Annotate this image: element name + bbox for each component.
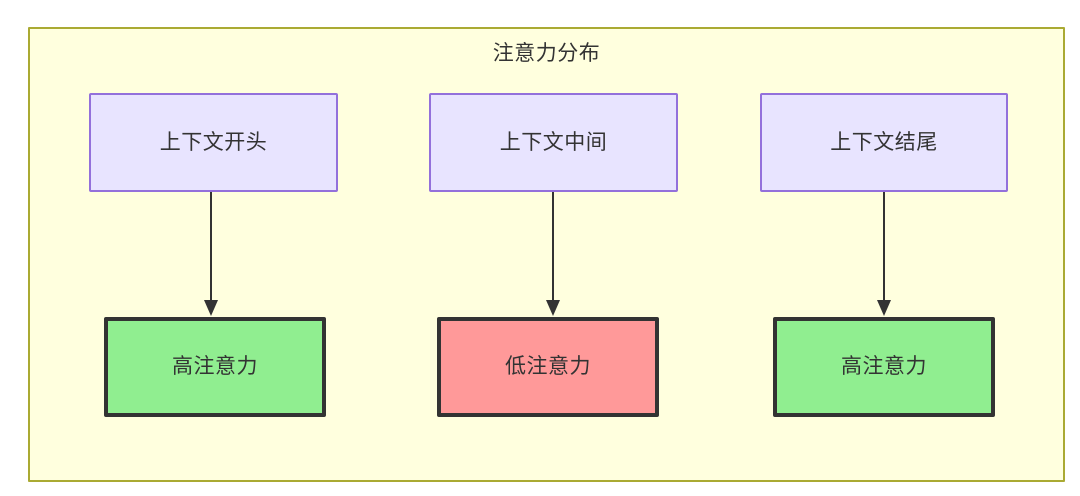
node-context-end[interactable]: 上下文结尾: [760, 93, 1008, 192]
node-high-attention-end[interactable]: 高注意力: [773, 317, 995, 417]
node-label: 上下文开头: [159, 130, 268, 154]
node-label: 高注意力: [172, 355, 258, 378]
node-context-beginning[interactable]: 上下文开头: [89, 93, 338, 192]
node-label: 上下文结尾: [830, 130, 938, 154]
node-low-attention-middle[interactable]: 低注意力: [437, 317, 659, 417]
node-high-attention-start[interactable]: 高注意力: [104, 317, 326, 417]
node-context-middle[interactable]: 上下文中间: [429, 93, 678, 192]
node-label: 上下文中间: [499, 130, 608, 154]
node-label: 低注意力: [505, 355, 591, 378]
node-label: 高注意力: [841, 355, 927, 378]
subgraph-title: 注意力分布: [492, 42, 601, 65]
